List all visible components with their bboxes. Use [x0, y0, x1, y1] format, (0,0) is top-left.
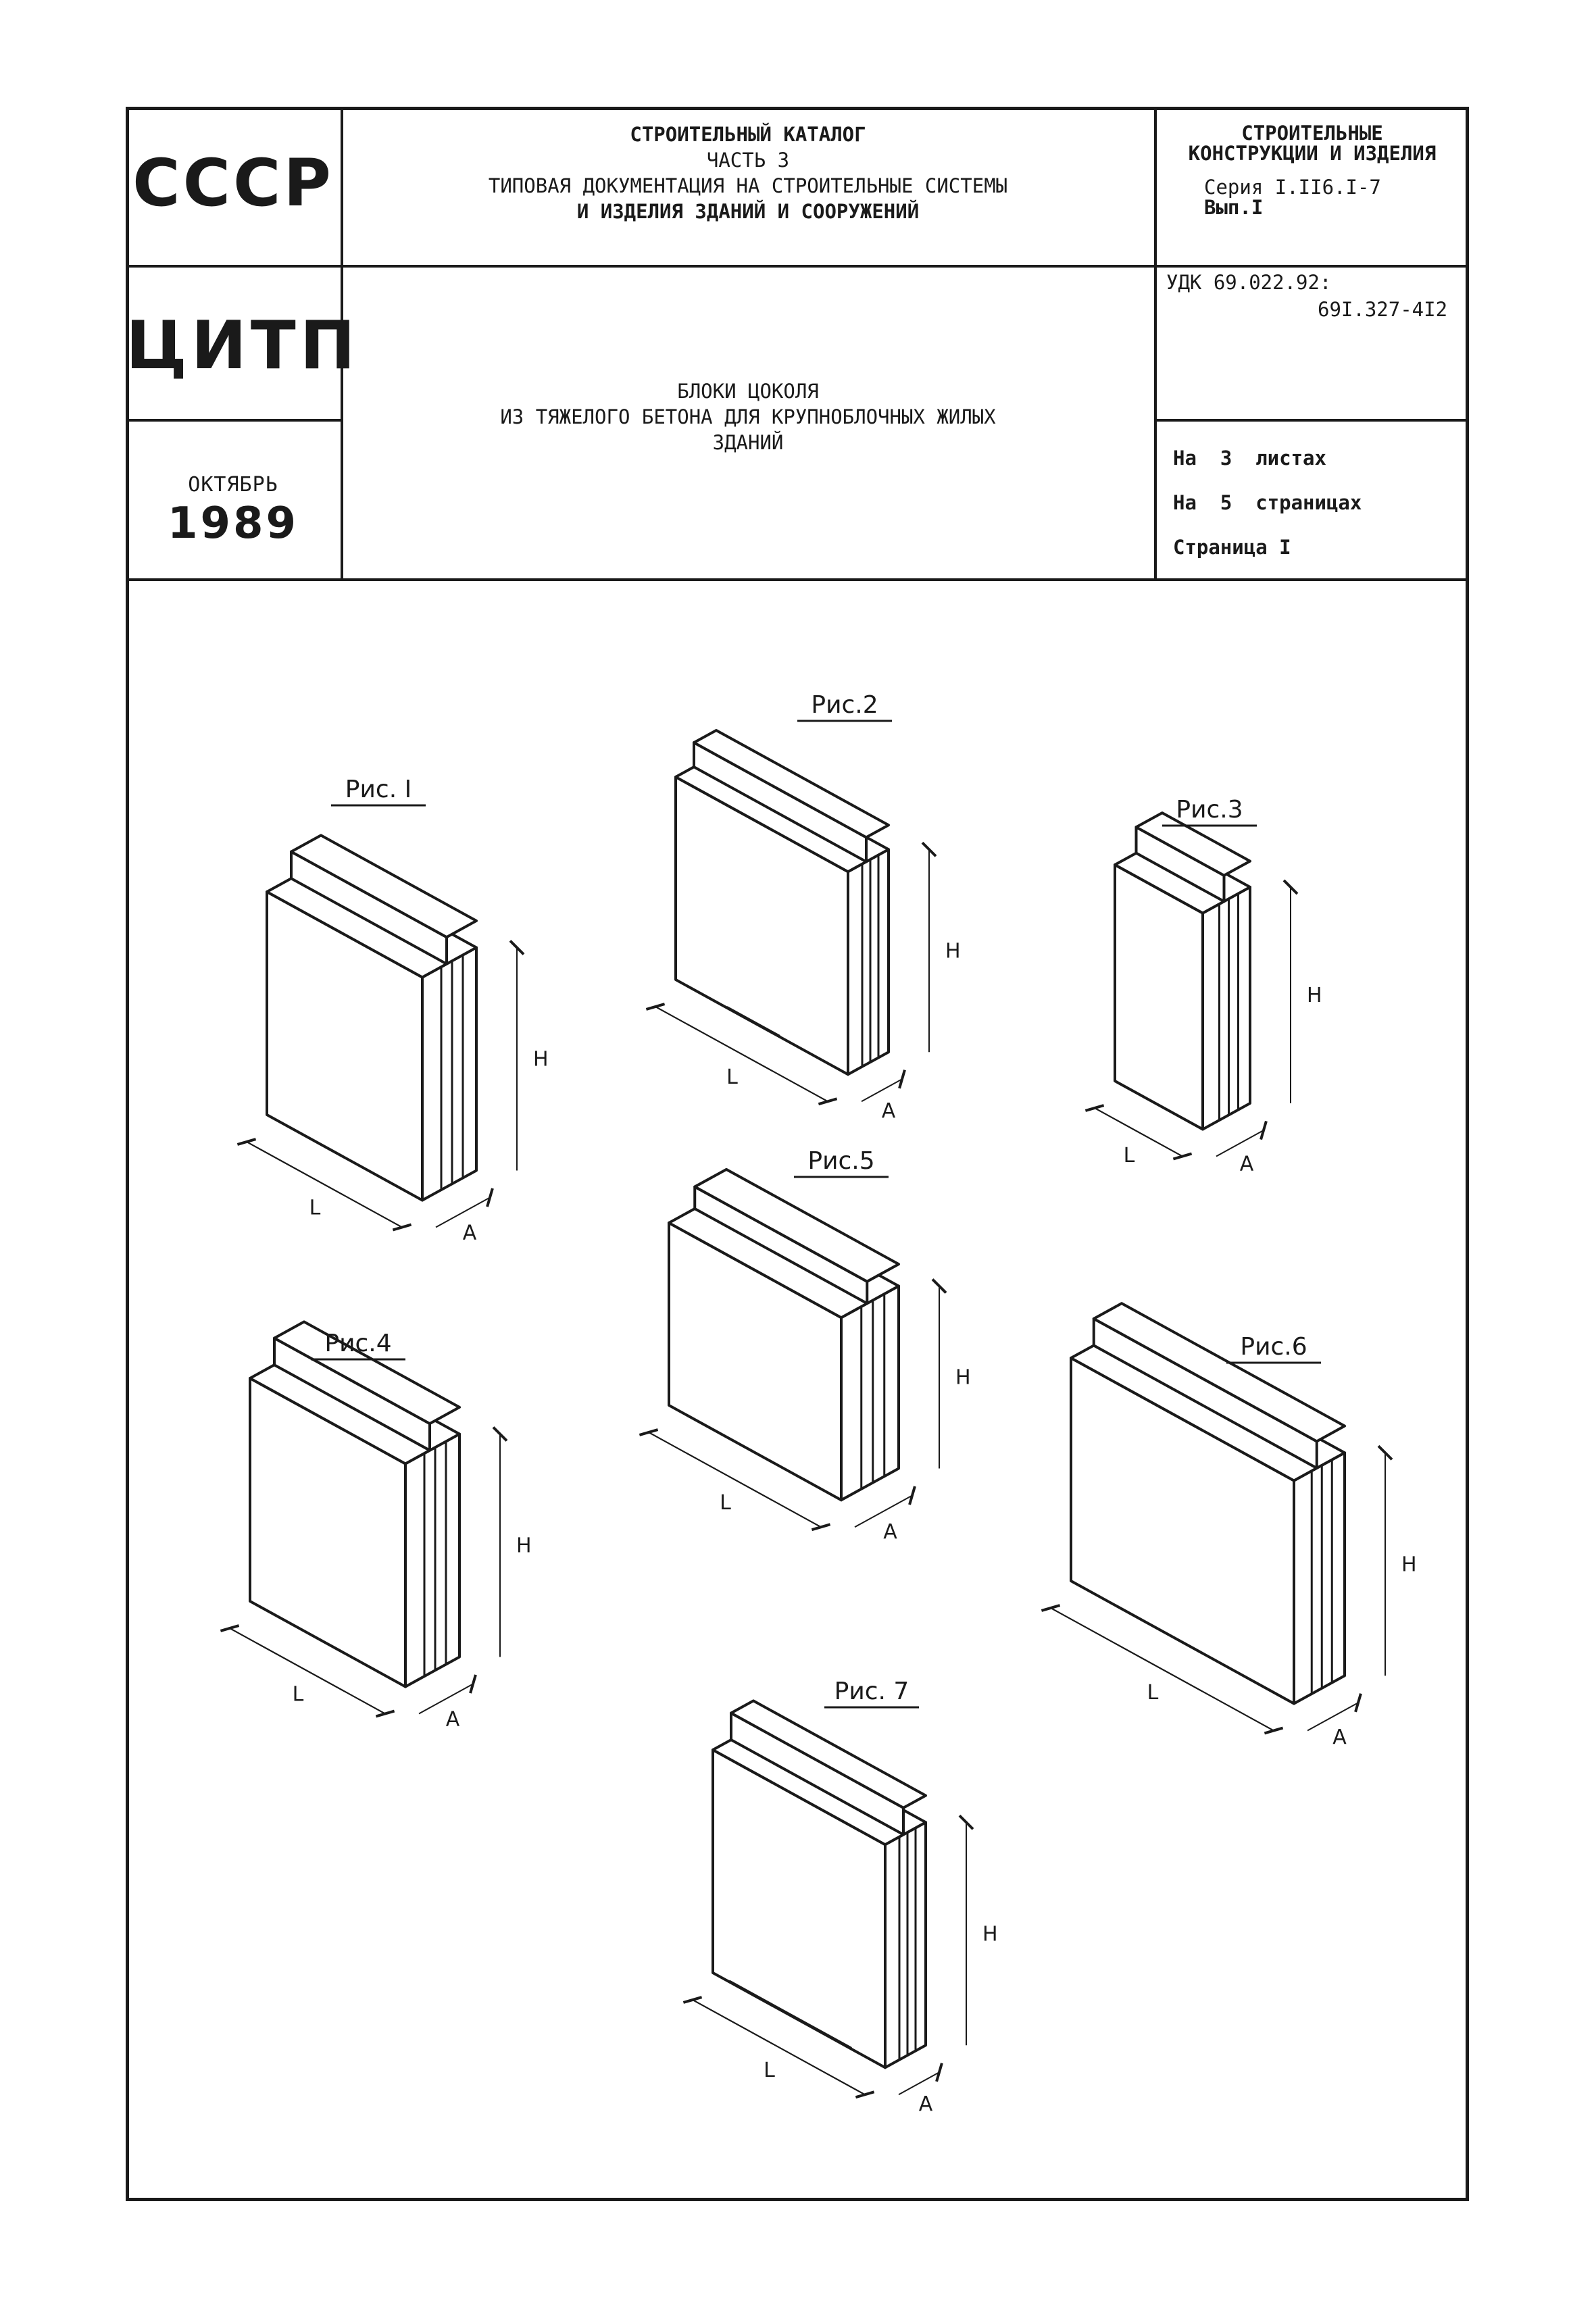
dimension-line-width — [861, 1070, 906, 1103]
block-side-face — [421, 946, 478, 1202]
block-side-face — [1293, 1451, 1346, 1705]
figure-caption: Рис. 7 — [834, 1678, 909, 1705]
figure-caption: Рис.6 — [1240, 1333, 1307, 1361]
stamp-month: ОКТЯБРЬ — [188, 473, 278, 497]
section-line: КОНСТРУКЦИИ И ИЗДЕЛИЯ — [1188, 142, 1437, 165]
dimension-label-width: A — [463, 1222, 477, 1245]
title-line: ЗДАНИЙ — [712, 431, 784, 454]
block-side-face — [840, 1284, 900, 1502]
dimension-label-height: H — [1307, 984, 1322, 1007]
block-ledge-top — [693, 1167, 900, 1283]
dimension-label-length: L — [1124, 1144, 1135, 1167]
dimension-label-length: L — [293, 1682, 304, 1706]
dimension-line-width — [418, 1674, 477, 1715]
catalog-heading: СТРОИТЕЛЬНЫЙ КАТАЛОГ ЧАСТЬ 3 ТИПОВАЯ ДОК… — [343, 122, 1153, 224]
block-opening — [726, 1006, 780, 1038]
section-heading: СТРОИТЕЛЬНЫЕ КОНСТРУКЦИИ И ИЗДЕЛИЯ — [1157, 123, 1468, 164]
dimension-line-width — [854, 1486, 916, 1528]
section-line: СТРОИТЕЛЬНЫЕ — [1241, 122, 1383, 145]
dimension-line-length — [639, 1428, 822, 1528]
dimension-line-length — [1041, 1604, 1274, 1732]
block-ledge-top — [1092, 1302, 1346, 1443]
page-number: Страница I — [1173, 536, 1291, 559]
dimension-label-height: H — [982, 1922, 998, 1946]
catalog-line: СТРОИТЕЛЬНЫЙ КАТАЛОГ — [630, 123, 866, 146]
title-line: БЛОКИ ЦОКОЛЯ — [677, 380, 819, 403]
dimension-label-width: A — [882, 1099, 896, 1123]
dimension-label-height: H — [533, 1048, 549, 1072]
dimension-label-width: A — [1240, 1152, 1254, 1176]
dimension-line-length — [220, 1624, 386, 1715]
block-opening — [728, 1980, 852, 2050]
block-ledge-top — [273, 1320, 461, 1426]
figure-caption: Рис.4 — [324, 1330, 391, 1357]
block-side-face — [1201, 886, 1251, 1131]
dimension-line-width — [435, 1188, 494, 1228]
block-ledge-top — [693, 729, 890, 839]
block-ledge-top — [290, 834, 478, 939]
dimension-line-length — [682, 1996, 866, 2096]
title-block-rule — [126, 578, 1469, 581]
figure-caption: Рис.3 — [1176, 796, 1243, 824]
block-ledge-top — [1134, 811, 1251, 877]
figure-caption: Рис.5 — [807, 1147, 874, 1175]
dimension-line-length — [1084, 1104, 1183, 1157]
block-side-face — [884, 1821, 927, 2069]
dimension-line-width — [1307, 1693, 1362, 1732]
dimension-label-length: L — [309, 1196, 321, 1219]
dimension-line-width — [1216, 1120, 1268, 1157]
sheet-count: На 3 листах — [1173, 447, 1326, 470]
catalog-line: И ИЗДЕЛИЯ ЗДАНИЙ И СООРУЖЕНИЙ — [576, 200, 920, 223]
dimension-line-length — [236, 1138, 403, 1228]
dimension-label-width: A — [1332, 1726, 1347, 1749]
catalog-line: ТИПОВАЯ ДОКУМЕНТАЦИЯ НА СТРОИТЕЛЬНЫЕ СИС… — [488, 174, 1008, 197]
stamp-year: 1989 — [167, 499, 299, 549]
dimension-label-height: H — [1401, 1553, 1417, 1576]
udk-line: УДК 69.022.92: — [1166, 271, 1332, 294]
title-block-rule — [341, 107, 343, 580]
dimension-line-length — [645, 1003, 828, 1103]
title-block-rule — [1155, 419, 1469, 422]
document-title: БЛОКИ ЦОКОЛЯ ИЗ ТЯЖЕЛОГО БЕТОНА ДЛЯ КРУП… — [343, 378, 1153, 455]
dimension-label-height: H — [516, 1534, 532, 1558]
title-block-rule — [1154, 107, 1157, 580]
dimension-label-length: L — [764, 2059, 775, 2082]
block-side-face — [847, 848, 890, 1076]
dimension-label-width: A — [883, 1520, 897, 1544]
title-block-rule — [126, 419, 342, 422]
stamp-org: ЦИТП — [126, 307, 359, 384]
figure-caption: Рис.2 — [811, 691, 878, 719]
dimension-label-width: A — [919, 2092, 933, 2116]
dimension-line-width — [898, 2063, 943, 2096]
udk-line: 69I.327-4I2 — [1318, 298, 1448, 321]
dimension-label-length: L — [726, 1065, 738, 1089]
catalog-line: ЧАСТЬ 3 — [706, 149, 790, 172]
title-block-rule — [126, 265, 1469, 268]
series-label: Серия I.II6.I-7 — [1204, 176, 1381, 199]
figure-caption: Рис. I — [345, 776, 412, 803]
dimension-label-width: A — [446, 1708, 460, 1732]
page-count: На 5 страницах — [1173, 491, 1362, 514]
stamp-country: СССР — [132, 145, 334, 221]
dimension-label-height: H — [955, 1366, 971, 1390]
drawing-frame — [126, 107, 1469, 2201]
dimension-label-length: L — [720, 1491, 731, 1515]
block-side-face — [404, 1432, 461, 1688]
block-ledge-top — [730, 1699, 927, 1809]
dimension-label-length: L — [1147, 1681, 1159, 1705]
issue-label: Вып.I — [1204, 196, 1264, 219]
title-line: ИЗ ТЯЖЕЛОГО БЕТОНА ДЛЯ КРУПНОБЛОЧНЫХ ЖИЛ… — [500, 405, 996, 428]
dimension-label-height: H — [945, 939, 961, 963]
